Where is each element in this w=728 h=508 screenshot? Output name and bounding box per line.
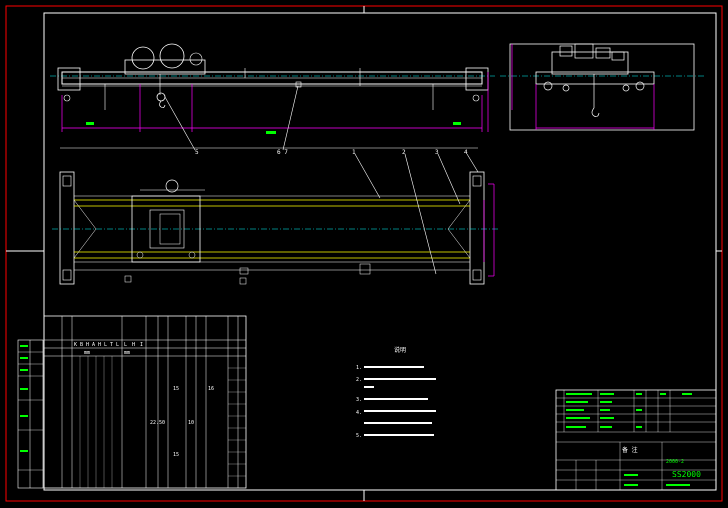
param-value-5: 16 (208, 386, 214, 392)
param-value-1: 22.50 (150, 420, 165, 426)
notes-title: 说明 (394, 346, 406, 354)
note-1: 1. (356, 365, 362, 371)
side-elevation (500, 43, 705, 131)
param-col-L: L (104, 342, 107, 348)
param-col-H3: H (132, 342, 135, 348)
technical-notes: 说明 1. 2. 3. 4. 5. (356, 346, 436, 439)
param-value-3: 15 (173, 452, 179, 458)
title-block-drawing-id: SS2000 (672, 470, 701, 479)
param-col-L2: L (116, 342, 119, 348)
param-unit-mm: mm (84, 350, 90, 356)
outer-frame (5, 5, 723, 502)
note-5: 5. (356, 433, 362, 439)
balloon-row: 5 6 7 1 2 3 4 (60, 147, 478, 156)
title-block-mark: 备 注 (622, 446, 638, 454)
title-block-sheet-label: 2000-2 (666, 459, 684, 465)
balloon-5: 5 (195, 149, 199, 156)
param-value-4: 10 (188, 420, 194, 426)
title-block: 备 注 2000-2 SS2000 (555, 389, 717, 491)
centering-marks (6, 6, 722, 501)
param-col-L3: L (124, 342, 127, 348)
param-value-2: 15 (173, 386, 179, 392)
note-2: 2. (356, 377, 362, 383)
param-col-I: I (140, 342, 143, 348)
balloon-6-7: 6 7 (277, 149, 288, 156)
inner-border (43, 12, 717, 491)
balloon-1: 1 (352, 149, 356, 156)
balloon-2: 2 (402, 149, 406, 156)
param-unit-mm-2: mm (124, 350, 130, 356)
param-col-A: A (92, 342, 95, 348)
param-col-K: K (74, 342, 77, 348)
param-col-H2: H (98, 342, 101, 348)
param-col-H: H (86, 342, 89, 348)
note-4: 4. (356, 410, 362, 416)
left-revision-strip (17, 339, 44, 489)
balloon-3: 3 (435, 149, 439, 156)
front-elevation (50, 43, 495, 151)
param-col-T: T (110, 342, 113, 348)
parameters-table: K B H A H L T L L H I mm mm 22.50 15 15 … (43, 315, 247, 489)
param-col-B: B (80, 342, 83, 348)
balloon-4: 4 (464, 149, 468, 156)
note-3: 3. (356, 397, 362, 403)
plan-view (52, 153, 500, 285)
